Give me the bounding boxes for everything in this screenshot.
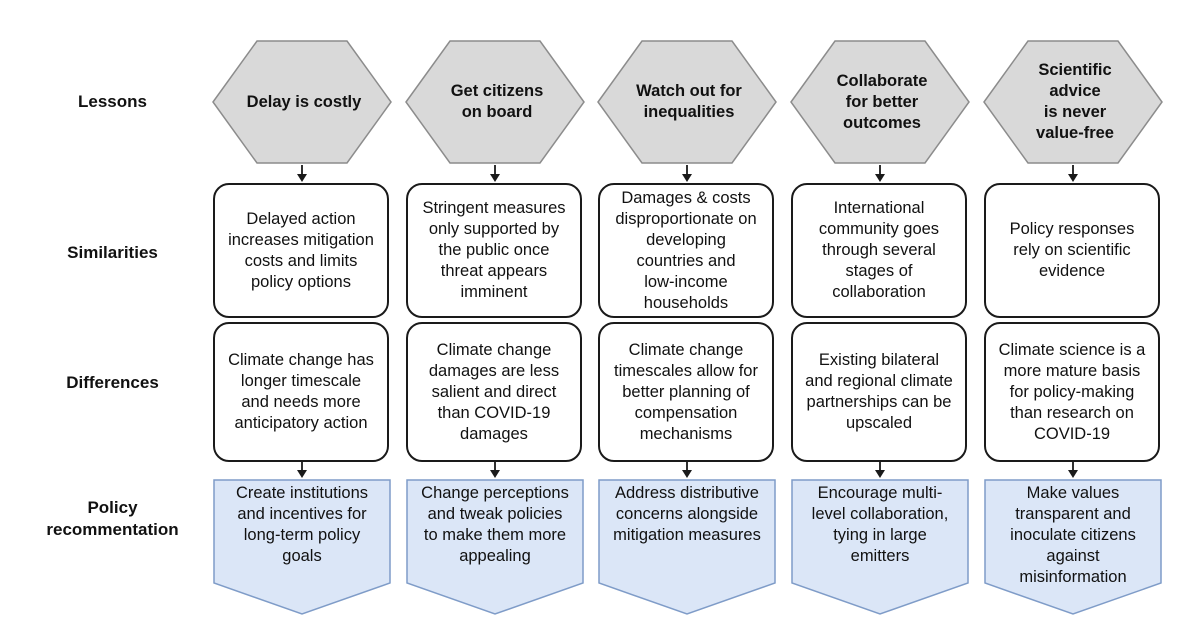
row-label-differences: Differences: [66, 373, 159, 392]
lesson-hexagon: [405, 40, 585, 164]
lesson-text: Scientific advice is never value-free: [1036, 61, 1114, 142]
similarity-box: International community goes through sev…: [791, 183, 967, 318]
lesson-hexagon: [597, 40, 777, 164]
lesson-text: Delay is costly: [246, 92, 362, 111]
arrow-down-icon: [682, 462, 692, 478]
lesson-hexagon: [983, 40, 1163, 164]
column-citizens: Get citizens on board Stringent measures…: [405, 0, 585, 632]
similarity-box: Stringent measures only supported by the…: [406, 183, 582, 318]
recommendation-text: Change perceptions and tweak policies to…: [421, 484, 569, 565]
column-inequalities: Watch out for inequalities Damages & cos…: [597, 0, 777, 632]
recommendation-shape: [598, 479, 776, 615]
lesson-hexagon: [790, 40, 970, 164]
row-label-policy: Policy recommentation: [46, 498, 179, 539]
similarity-box: Delayed action increases mitigation cost…: [213, 183, 389, 318]
recommendation-text: Make values transparent and inoculate ci…: [1010, 484, 1136, 586]
arrow-down-icon: [297, 462, 307, 478]
difference-box: Climate change damages are less salient …: [406, 322, 582, 462]
column-collaborate: Collaborate for better outcomes Internat…: [790, 0, 970, 632]
difference-box: Climate change has longer timescale and …: [213, 322, 389, 462]
recommendation-text: Create institutions and incentives for l…: [235, 484, 369, 565]
similarity-box: Policy responses rely on scientific evid…: [984, 183, 1160, 318]
arrow-down-icon: [875, 165, 885, 182]
column-delay: Delay is costly Delayed action increases…: [212, 0, 392, 632]
recommendation-shape: [213, 479, 391, 615]
lesson-text: Get citizens on board: [450, 82, 544, 121]
arrow-down-icon: [1068, 462, 1078, 478]
column-scientific-advice: Scientific advice is never value-free Po…: [983, 0, 1163, 632]
row-label-similarities: Similarities: [67, 243, 158, 262]
lesson-text: Collaborate for better outcomes: [836, 71, 928, 132]
recommendation-shape: [406, 479, 584, 615]
arrow-down-icon: [682, 165, 692, 182]
arrow-down-icon: [875, 462, 885, 478]
arrow-down-icon: [490, 462, 500, 478]
arrow-down-icon: [297, 165, 307, 182]
arrow-down-icon: [490, 165, 500, 182]
row-label-lessons: Lessons: [78, 92, 147, 111]
difference-box: Climate change timescales allow for bett…: [598, 322, 774, 462]
arrow-down-icon: [1068, 165, 1078, 182]
recommendation-text: Encourage multi- level collaboration, ty…: [811, 484, 949, 565]
recommendation-text: Address distributive concerns alongside …: [613, 484, 761, 544]
lesson-text: Watch out for inequalities: [636, 82, 742, 121]
recommendation-shape: [984, 479, 1162, 615]
difference-box: Existing bilateral and regional climate …: [791, 322, 967, 462]
lesson-hexagon: [212, 40, 392, 164]
recommendation-shape: [791, 479, 969, 615]
difference-box: Climate science is a more mature basis f…: [984, 322, 1160, 462]
similarity-box: Damages & costs disproportionate on deve…: [598, 183, 774, 318]
